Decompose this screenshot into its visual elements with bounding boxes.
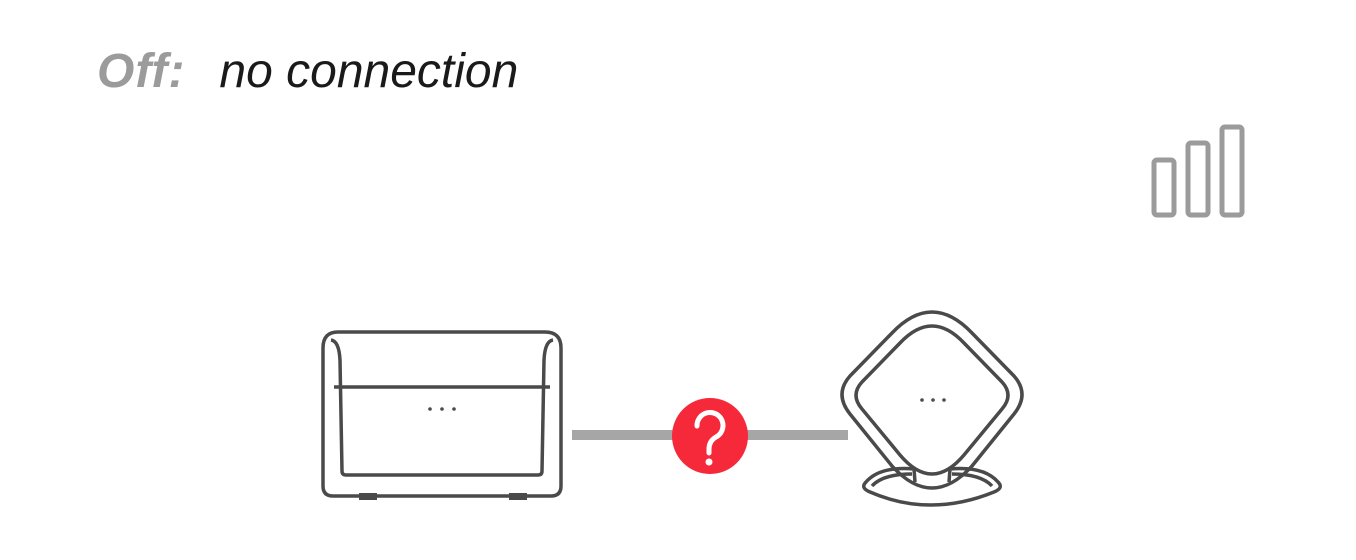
signal-strength-icon (1151, 124, 1245, 218)
repeater-indicator-dots (920, 398, 946, 402)
router-indicator-dots (428, 407, 456, 411)
router-icon (321, 330, 563, 500)
signal-bar-1 (1151, 157, 1177, 218)
status-text: no connection (219, 45, 519, 98)
repeater-icon (840, 310, 1024, 507)
status-line: Off: no connection (97, 44, 518, 100)
signal-bar-3 (1219, 124, 1245, 218)
question-mark-icon (672, 398, 748, 474)
signal-bar-2 (1185, 140, 1211, 218)
status-label: Off: (97, 45, 186, 98)
